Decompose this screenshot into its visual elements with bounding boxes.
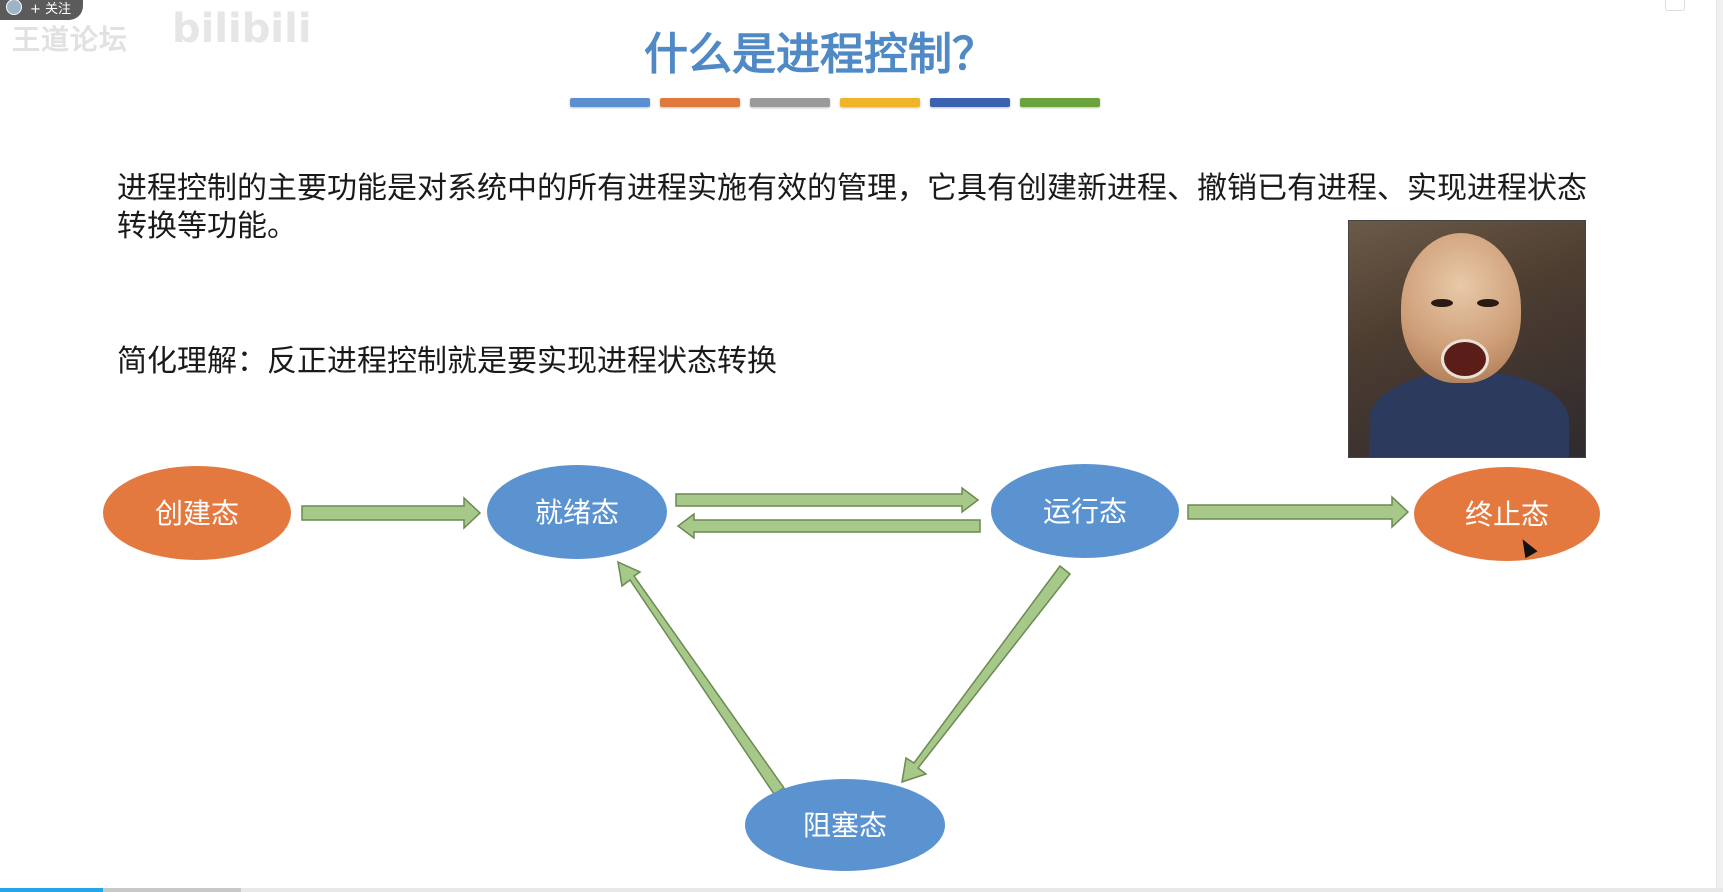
photo-mouth bbox=[1441, 339, 1489, 379]
diagram-arrows bbox=[301, 486, 1410, 796]
state-terminated: 终止态 bbox=[1414, 467, 1600, 561]
meme-photo bbox=[1348, 220, 1586, 458]
watermark-text: 王道论坛 bbox=[12, 23, 129, 56]
video-buffer-fill bbox=[103, 888, 242, 892]
arrow-running-to-ready bbox=[676, 512, 981, 540]
state-terminated-shape bbox=[1414, 467, 1600, 561]
state-create: 创建态 bbox=[103, 466, 291, 560]
state-create-shape bbox=[103, 466, 291, 560]
state-running-shape bbox=[991, 464, 1179, 558]
accent-bar-5 bbox=[930, 98, 1010, 107]
state-create-label: 创建态 bbox=[155, 497, 239, 530]
state-ready-shape bbox=[487, 465, 667, 559]
photo-shirt bbox=[1369, 371, 1569, 457]
avatar-icon bbox=[6, 0, 22, 15]
arrow-running-to-blocked bbox=[901, 564, 1072, 784]
state-blocked-shape bbox=[745, 779, 945, 871]
state-blocked-label: 阻塞态 bbox=[803, 809, 887, 842]
state-ready-label: 就绪态 bbox=[535, 496, 619, 529]
definition-paragraph: 进程控制的主要功能是对系统中的所有进程实施有效的管理，它具有创建新进程、撤销已有… bbox=[117, 171, 1587, 244]
photo-eye-left bbox=[1431, 299, 1453, 307]
accent-bar-6 bbox=[1020, 98, 1100, 107]
slide-title: 什么是进程控制？ bbox=[644, 29, 996, 80]
accent-bar-4 bbox=[840, 98, 920, 107]
arrow-running-to-terminated bbox=[1187, 495, 1410, 529]
follow-button[interactable]: + 关注 bbox=[0, 0, 84, 20]
title-underline-bars bbox=[570, 98, 1100, 107]
bilibili-logo: bilibili bbox=[172, 6, 312, 52]
arrow-blocked-to-ready bbox=[617, 560, 786, 796]
video-progress-fill bbox=[0, 888, 104, 892]
video-progress-bar[interactable] bbox=[0, 888, 1723, 892]
state-terminated-label: 终止态 bbox=[1465, 498, 1549, 531]
state-running: 运行态 bbox=[991, 464, 1179, 558]
state-running-label: 运行态 bbox=[1043, 495, 1127, 528]
corner-icon bbox=[1665, 0, 1685, 11]
summary-paragraph: 简化理解：反正进程控制就是要实现进程状态转换 bbox=[117, 344, 777, 379]
state-blocked: 阻塞态 bbox=[745, 779, 945, 871]
arrow-ready-to-running bbox=[675, 486, 980, 514]
accent-bar-1 bbox=[570, 98, 650, 107]
follow-label: + 关注 bbox=[30, 1, 72, 17]
photo-eye-right bbox=[1477, 299, 1499, 307]
accent-bar-3 bbox=[750, 98, 830, 107]
accent-bar-2 bbox=[660, 98, 740, 107]
arrow-create-to-ready bbox=[301, 496, 482, 530]
state-ready: 就绪态 bbox=[487, 465, 667, 559]
scrollbar[interactable] bbox=[1716, 0, 1723, 892]
